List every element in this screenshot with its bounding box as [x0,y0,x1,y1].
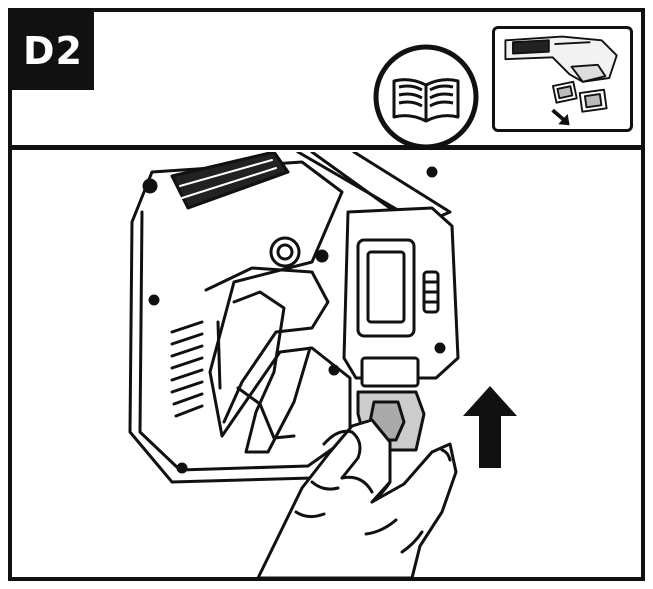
arrow-up-icon [463,386,517,468]
battery-removal-illustration [128,152,460,578]
step-label: D2 [23,29,83,73]
grip-ridges [170,320,204,418]
trigger-guard [232,290,312,454]
hand [256,418,458,578]
step-badge: D2 [12,12,94,90]
battery-removal-thumbnail [492,26,633,132]
panel-header [8,8,645,150]
open-book-icon [373,44,479,150]
battery-pack [360,356,420,388]
